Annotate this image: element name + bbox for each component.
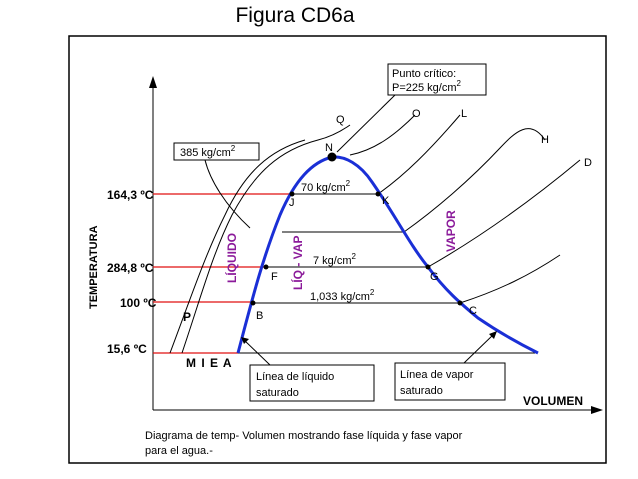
point-K [375,191,381,197]
callout-liquid-pointer [242,338,271,366]
point-label: P [183,310,191,324]
y-axis-arrow-icon [149,76,157,88]
point-label: F [271,271,278,283]
isobar-label-1033: 1,033 kg/cm2 [310,288,375,303]
callout-liquid-line1: Línea de líquido [256,371,334,383]
callout-liquid-line2: saturado [256,387,299,399]
point-label: C [469,305,477,317]
callout-vapor-arrow-icon [489,331,497,339]
isotherm-curve-H [403,128,546,233]
region-label-vapor: VAPOR [444,210,458,252]
point-J [289,191,295,197]
x-axis-label: VOLUMEN [523,394,583,408]
isobar-label-385: 385 kg/cm2 [180,144,236,159]
point-label: H [541,134,549,146]
callout-liquid-arrow-icon [241,337,249,344]
isobar-label-7: 7 kg/cm2 [313,252,357,267]
point-G [425,264,431,270]
point-label: B [256,310,263,322]
callout-vapor-pointer [463,333,495,364]
y-axis-label: TEMPERATURA [88,225,100,309]
y-tick-label: 100 ºC [120,296,157,310]
saturation-curve [236,155,539,355]
caption-line2: para el agua.- [145,445,213,457]
point-label: Q [336,114,345,126]
callout-385-box [173,142,260,161]
isotherm-curve-L [377,114,461,195]
point-label: K [382,195,390,207]
figure-frame [68,35,607,464]
point-label: J [289,197,295,209]
caption-line1: Diagrama de temp- Volumen mostrando fase… [145,430,463,442]
y-tick-label: 15,6 ºC [107,342,147,356]
point-label: D [584,157,592,169]
callout-critical-pointer [336,94,396,153]
critical-point-line2: P=225 kg/cm2 [392,79,462,94]
critical-point [327,152,337,162]
callout-vapor-box [394,362,506,401]
region-label-liquid: LÍQUIDO [224,233,239,283]
point-label: G [430,271,439,283]
point-label: N [325,142,333,154]
isotherm-curve-D [427,159,581,268]
isotherm-curve-low [459,254,561,304]
bottom-labels: M I E A [186,356,233,370]
y-tick-label: 164,3 ºC [107,188,154,202]
callout-vapor-line1: Línea de vapor [400,369,474,381]
point-B [250,300,256,306]
callout-liquid-box [249,364,375,402]
callout-385-pointer [204,159,251,229]
point-label: L [461,108,467,120]
isotherm-curve-P [169,139,306,354]
y-tick-label: 284,8 ºC [107,261,154,275]
callout-critical-box [387,63,487,96]
region-label-mixture: LÍQ - VAP [290,236,305,290]
critical-point-line1: Punto crítico: [392,68,456,80]
point-label: O [412,108,421,120]
isotherm-curve-O [349,114,416,156]
point-C [457,300,463,306]
isobar-label-70: 70 kg/cm2 [301,179,351,194]
callout-vapor-line2: saturado [400,385,443,397]
figure-title: Figura CD6a [235,4,355,27]
x-axis-arrow-icon [591,406,603,414]
point-F [263,264,269,270]
isotherm-curve-Q [181,124,351,354]
